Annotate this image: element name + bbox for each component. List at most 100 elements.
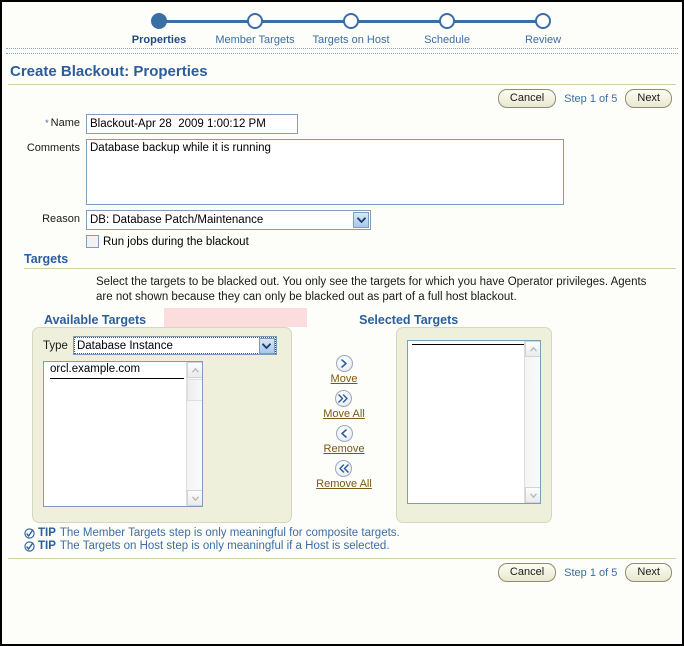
page-title: Create Blackout: Properties — [10, 63, 208, 80]
selected-scrollbar[interactable] — [524, 341, 540, 503]
train-connector-line — [255, 20, 351, 23]
train-node-icon — [343, 13, 359, 29]
step-indicator-bottom: Step 1 of 5 — [564, 566, 618, 579]
chevron-right-icon — [335, 355, 353, 372]
shuttle-headers: Available Targets Selected Targets — [2, 307, 682, 327]
tip-row: TIP The Targets on Host step is only mea… — [24, 540, 682, 552]
name-input[interactable] — [86, 114, 298, 134]
train-node-row — [495, 10, 591, 32]
targets-section-heading: Targets — [24, 252, 69, 266]
type-row: Type Database Instance — [43, 336, 281, 355]
scroll-down-icon[interactable] — [525, 487, 540, 503]
reason-row: Reason DB: Database Patch/Maintenance — [2, 210, 682, 230]
list-separator — [50, 378, 184, 379]
train-step-label: Schedule — [424, 34, 470, 46]
train-step-targets-on-host[interactable]: Targets on Host — [303, 10, 447, 46]
available-targets-listbox[interactable]: orcl.example.com — [43, 361, 203, 507]
list-separator — [412, 344, 524, 345]
tip-check-icon — [24, 540, 35, 552]
train-step-schedule[interactable]: Schedule — [399, 10, 543, 46]
remove-all-button[interactable]: Remove All — [316, 460, 372, 490]
selected-targets-title: Selected Targets — [359, 313, 459, 327]
run-jobs-row: Run jobs during the blackout — [86, 235, 682, 248]
type-select[interactable]: Database Instance — [72, 336, 277, 355]
remove-all-button-label: Remove All — [316, 478, 372, 490]
tip-text: The Targets on Host step is only meaning… — [59, 540, 390, 552]
shuttle-buttons: Move Move All Remove Remove All — [292, 327, 396, 495]
bottom-button-bar: Cancel Step 1 of 5 Next — [2, 559, 682, 586]
run-jobs-checkbox[interactable] — [86, 235, 99, 248]
name-label: *Name — [2, 114, 86, 129]
train-node-row — [399, 10, 543, 32]
train-step-label: Member Targets — [215, 34, 295, 46]
list-item[interactable]: orcl.example.com — [50, 363, 141, 375]
properties-form: *Name Comments Database backup while it … — [2, 112, 682, 248]
train-connector-line — [351, 20, 447, 23]
cancel-button-bottom[interactable]: Cancel — [497, 563, 557, 582]
cancel-button-top[interactable]: Cancel — [497, 89, 557, 108]
bottom-rule — [8, 558, 676, 559]
type-select-wrap: Database Instance — [72, 336, 277, 355]
tips-list: TIP The Member Targets step is only mean… — [2, 523, 682, 552]
type-label: Type — [43, 339, 68, 352]
name-label-text: Name — [50, 117, 80, 129]
train-node-icon — [151, 13, 167, 29]
reason-select[interactable]: DB: Database Patch/Maintenance — [86, 210, 371, 230]
selected-targets-listbox[interactable] — [407, 340, 541, 504]
title-rule — [8, 84, 676, 85]
step-indicator-top: Step 1 of 5 — [564, 92, 618, 105]
train-node-icon — [535, 13, 551, 29]
tip-text: The Member Targets step is only meaningf… — [59, 527, 400, 539]
train-steps: Properties Member Targets Targets on Hos… — [2, 10, 682, 46]
train-node-icon — [439, 13, 455, 29]
tip-check-icon — [24, 527, 35, 539]
train-step-review[interactable]: Review — [495, 10, 591, 46]
required-marker-icon: * — [45, 118, 49, 128]
reason-select-wrap: DB: Database Patch/Maintenance — [86, 210, 371, 230]
move-all-button-label: Move All — [323, 408, 365, 420]
train-node-row — [111, 10, 255, 32]
scroll-up-icon[interactable] — [187, 362, 202, 378]
chevron-left-icon — [335, 425, 353, 442]
remove-button[interactable]: Remove — [323, 425, 365, 455]
double-chevron-right-icon — [335, 390, 353, 407]
train-step-label: Targets on Host — [312, 34, 390, 46]
redaction-block — [164, 308, 308, 327]
available-scrollbar[interactable] — [186, 362, 202, 506]
scroll-thumb[interactable] — [187, 379, 202, 401]
double-chevron-left-icon — [335, 460, 353, 477]
targets-description: Select the targets to be blacked out. Yo… — [96, 276, 647, 303]
train-node-icon — [247, 13, 263, 29]
train-step-label: Review — [524, 34, 562, 46]
comments-row: Comments Database backup while it is run… — [2, 139, 682, 205]
move-button-label: Move — [330, 373, 358, 385]
name-row: *Name — [2, 114, 682, 134]
targets-section-rule — [24, 268, 676, 269]
top-button-bar: Cancel Step 1 of 5 Next — [2, 85, 682, 112]
target-shuttle: Type Database Instance orcl.example.com — [2, 327, 682, 523]
reason-label: Reason — [42, 213, 80, 225]
move-all-button[interactable]: Move All — [323, 390, 365, 420]
scroll-up-icon[interactable] — [525, 341, 540, 357]
remove-button-label: Remove — [323, 443, 365, 455]
move-button[interactable]: Move — [330, 355, 358, 385]
run-jobs-label: Run jobs during the blackout — [103, 235, 249, 248]
comments-label: Comments — [26, 142, 80, 154]
selected-targets-panel — [396, 327, 552, 523]
train-step-properties[interactable]: Properties — [111, 10, 255, 46]
tip-row: TIP The Member Targets step is only mean… — [24, 527, 682, 539]
tip-keyword: TIP — [38, 527, 56, 539]
next-button-top[interactable]: Next — [625, 89, 672, 108]
train-connector-line — [159, 20, 255, 23]
train-step-member-targets[interactable]: Member Targets — [207, 10, 351, 46]
train-step-label: Properties — [131, 34, 187, 46]
available-targets-title: Available Targets — [44, 313, 147, 327]
scroll-down-icon[interactable] — [187, 490, 202, 506]
available-targets-panel: Type Database Instance orcl.example.com — [32, 327, 292, 523]
tip-keyword: TIP — [38, 540, 56, 552]
train-connector-line — [447, 20, 543, 23]
next-button-bottom[interactable]: Next — [625, 563, 672, 582]
train-node-row — [303, 10, 447, 32]
comments-textarea[interactable]: Database backup while it is running — [86, 139, 564, 205]
